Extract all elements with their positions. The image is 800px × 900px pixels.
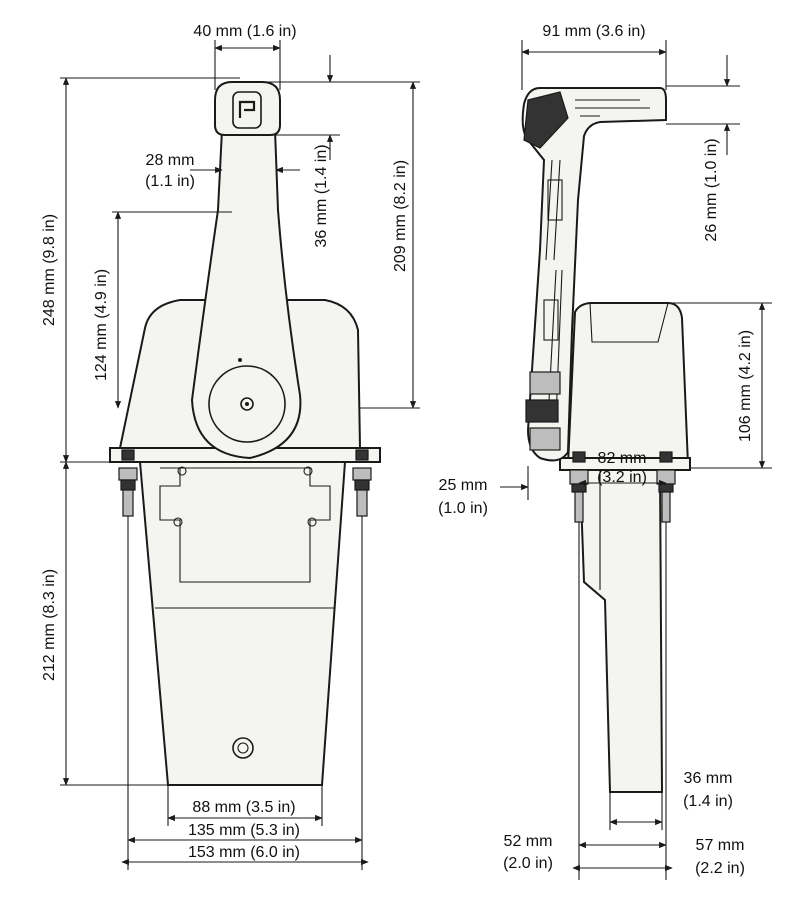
side-arm-slot-2: [543, 299, 559, 341]
side-arm-slot-1: [547, 179, 563, 221]
neutral-lock-button-icon: [232, 91, 262, 129]
side-view: 91 mm (3.6 in) 26 mm (1.0 in) 106 mm (4.…: [438, 23, 772, 880]
dim-bolt-offset-in: (1.0 in): [438, 500, 488, 517]
dim-bolt-depth-in: (3.2 in): [597, 469, 647, 486]
dim-handle-thickness: 26 mm (1.0 in): [703, 138, 720, 241]
front-hub-dot: [245, 402, 249, 406]
dim-lower-depth-mm: 52 mm: [504, 833, 553, 850]
dim-lever-top-height: 36 mm (1.4 in): [313, 144, 330, 247]
dim-lower-depth-in: (2.0 in): [503, 855, 553, 872]
dim-neck-in: (1.1 in): [145, 173, 195, 190]
side-arm-ribs: [545, 159, 563, 421]
front-lever-pin: [238, 358, 242, 362]
dim-overall-bottom-mm: 57 mm: [696, 837, 745, 854]
dim-housing-height: 106 mm (4.2 in): [737, 330, 754, 442]
side-hub-block-3: [529, 427, 561, 451]
side-right-bolt: [656, 451, 676, 880]
side-hub-block-2: [525, 399, 559, 423]
dim-lower-height: 212 mm (8.3 in): [41, 569, 58, 681]
front-screw-3: [173, 517, 183, 527]
lock-symbol-icon: [238, 100, 256, 118]
dim-bottom-depth-mm: 36 mm: [684, 770, 733, 787]
side-hub-block-1: [529, 371, 561, 395]
dim-overall-width: 153 mm (6.0 in): [188, 844, 300, 861]
front-cutout-outline: [159, 467, 331, 583]
front-hub-center: [240, 397, 254, 411]
front-cable-nut: [232, 737, 254, 759]
side-housing-cover: [589, 302, 669, 343]
dim-bolt-depth-mm: 82 mm: [598, 450, 647, 467]
dim-bottom-width: 88 mm (3.5 in): [192, 799, 295, 816]
dim-bolt-spacing: 135 mm (5.3 in): [188, 822, 300, 839]
dim-neck-mm: 28 mm: [146, 152, 195, 169]
dim-top-depth: 91 mm (3.6 in): [542, 23, 645, 40]
front-screw-2: [303, 466, 313, 476]
front-lever-hub: [208, 365, 286, 443]
front-right-bolt: [352, 449, 372, 870]
front-cable-nut-inner: [237, 742, 249, 754]
dim-overall-bottom-in: (2.2 in): [695, 860, 745, 877]
side-lower-body: [578, 469, 664, 793]
front-screw-4: [307, 517, 317, 527]
side-mounting-flange: [559, 457, 691, 471]
front-left-bolt: [118, 449, 138, 870]
dim-total-height: 248 mm (9.8 in): [41, 214, 58, 326]
dim-pivot-height: 124 mm (4.9 in): [93, 269, 110, 381]
front-lever-handle: [214, 81, 281, 136]
dim-lever-top-width: 40 mm (1.6 in): [193, 23, 296, 40]
side-handle-ribs: [575, 99, 650, 117]
front-screw-1: [177, 466, 187, 476]
dim-bolt-offset-mm: 25 mm: [439, 477, 488, 494]
dim-bottom-depth-in: (1.4 in): [683, 793, 733, 810]
dim-upper-height: 209 mm (8.2 in): [392, 160, 409, 272]
front-lower-housing: [138, 461, 347, 786]
side-housing: [566, 302, 690, 466]
front-view: 40 mm (1.6 in) 28 mm (1.1 in) 36 mm (1.4…: [41, 23, 420, 870]
side-handle-grip: [523, 91, 569, 149]
